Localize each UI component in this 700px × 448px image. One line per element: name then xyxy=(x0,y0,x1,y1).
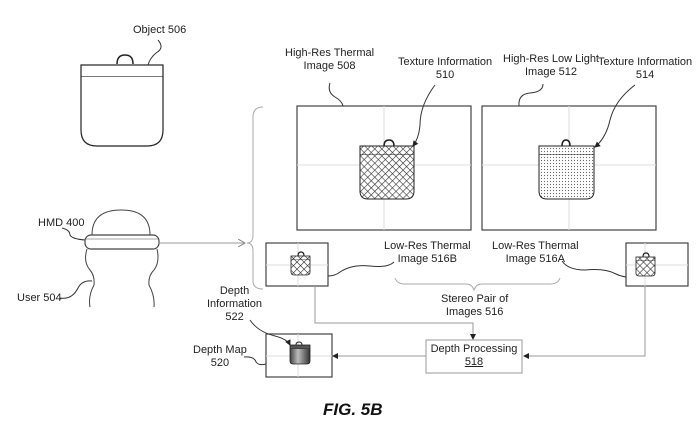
lr-thermal-a-label-line1: Low-Res Thermal xyxy=(492,240,579,252)
texture-514-label-line2: 514 xyxy=(635,69,655,81)
lr-thermal-a-leader xyxy=(561,260,627,278)
texture-514-label: Texture Information 514 xyxy=(598,56,692,82)
stereo-pair-brace xyxy=(394,277,561,292)
hr-lowlight-label-line1: High-Res Low Light xyxy=(503,53,599,65)
stereo-pair-label-line2: Images 516 xyxy=(445,306,504,318)
texture-510-label-line1: Texture Information xyxy=(398,56,493,68)
object-label: Object 506 xyxy=(133,24,187,36)
hr-thermal-label-line2: Image 508 xyxy=(303,60,356,72)
user-label: User 504 xyxy=(17,292,62,304)
depth-info-label-line3: 522 xyxy=(225,311,244,323)
lr-thermal-a-label-line2: Image 516A xyxy=(505,253,565,265)
object-506-drawing xyxy=(80,54,164,147)
hr-lowlight-label-line2: Image 512 xyxy=(525,66,577,78)
516b-to-processing-line xyxy=(314,286,476,340)
object-leader-line xyxy=(147,39,162,66)
depth-map-520 xyxy=(265,333,333,378)
figure-caption: FIG. 5B xyxy=(323,400,383,419)
depth-map-label-line1: Depth Map xyxy=(193,344,247,356)
input-brace xyxy=(246,106,264,290)
texture-514-arrow xyxy=(594,84,636,148)
516a-to-processing-line xyxy=(523,286,646,359)
lr-thermal-b-label-line2: Image 516B xyxy=(397,253,457,265)
texture-510-label: Texture Information 510 xyxy=(398,56,492,82)
lr-thermal-b-label: Low-Res Thermal Image 516B xyxy=(384,240,471,266)
high-res-low-light-image-512 xyxy=(481,105,657,231)
depth-processing-label-line2: 518 xyxy=(464,356,484,368)
hmd-leader xyxy=(61,227,86,241)
hr-lowlight-label: High-Res Low Light Image 512 xyxy=(503,53,599,79)
depth-processing-label-line1: Depth Processing xyxy=(430,343,518,355)
depth-info-arrow xyxy=(249,319,291,346)
depth-map-label-line2: 520 xyxy=(210,357,230,369)
depth-info-label-line1: Depth xyxy=(219,285,250,297)
depth-map-leader xyxy=(243,356,267,366)
depth-info-label: Depth Information 522 xyxy=(207,285,262,324)
depth-map-label: Depth Map 520 xyxy=(193,344,247,370)
low-res-thermal-image-516a xyxy=(625,242,689,287)
hr-thermal-label-line1: High-Res Thermal xyxy=(285,47,375,59)
user-with-hmd-drawing xyxy=(84,209,160,308)
high-res-thermal-image-508 xyxy=(296,105,472,231)
user-leader xyxy=(59,280,93,299)
depth-processing-label: Depth Processing 518 xyxy=(430,343,518,369)
hr-thermal-label: High-Res Thermal Image 508 xyxy=(285,47,374,73)
texture-514-label-line1: Texture Information xyxy=(598,56,693,68)
depth-info-label-line2: Information xyxy=(207,298,263,310)
hmd-label: HMD 400 xyxy=(38,217,85,229)
hr-lowlight-leader xyxy=(518,83,544,107)
depth-processing-box xyxy=(425,339,523,374)
stereo-pair-label: Stereo Pair of Images 516 xyxy=(441,293,508,319)
lr-thermal-b-leader xyxy=(327,261,395,277)
texture-510-label-line2: 510 xyxy=(435,69,455,81)
hr-thermal-leader xyxy=(328,82,344,107)
lr-thermal-a-label: Low-Res Thermal Image 516A xyxy=(492,240,579,266)
lr-thermal-b-label-line1: Low-Res Thermal xyxy=(384,240,471,252)
low-res-thermal-image-516b xyxy=(265,242,329,287)
texture-510-arrow xyxy=(412,84,436,147)
stereo-pair-label-line1: Stereo Pair of xyxy=(441,293,509,305)
